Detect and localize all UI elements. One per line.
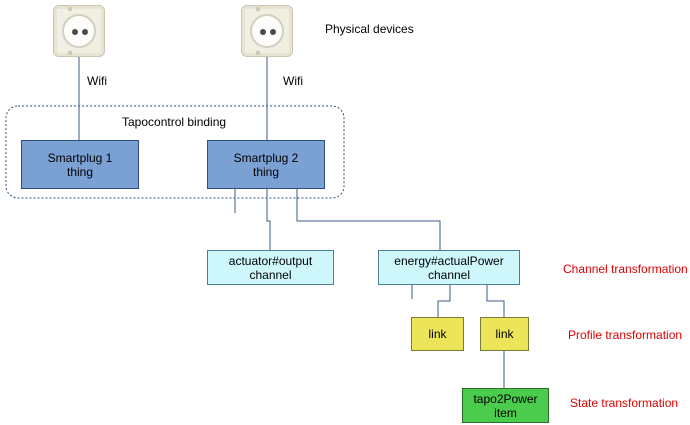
thing-smartplug-2: Smartplug 2 thing [207,140,325,189]
link-label: link [428,327,447,341]
wifi-label-2: Wifi [283,74,303,88]
energy-to-link1-line [437,285,451,317]
wifi-label-1: Wifi [87,74,107,88]
link-label: link [495,327,514,341]
channel-type: channel [249,267,292,282]
thing-type: thing [252,164,280,179]
state-transformation-label: State transformation [570,396,679,410]
profile-link-1: link [411,317,464,351]
channel-label: actuator#output [228,253,313,268]
item-label: tapo2Power [473,391,538,406]
thing-label: Smartplug 2 [233,150,299,165]
channel-transformation-label: Channel transformation [563,262,688,276]
profile-link-2: link [480,317,529,351]
thing2-to-energy-line [296,189,441,250]
item-tapo2power: tapo2Power item [462,388,549,423]
socket-icon-1 [53,5,105,57]
channel-type: channel [427,267,471,282]
physical-devices-label: Physical devices [325,22,414,36]
energy-to-link2-line [486,285,505,317]
binding-label: Tapocontrol binding [122,115,227,129]
item-type: item [494,405,517,420]
thing-smartplug-1: Smartplug 1 thing [21,140,139,189]
channel-energy-actualpower: energy#actualPower channel [378,250,520,285]
profile-transformation-label: Profile transformation [568,328,683,342]
thing-label: Smartplug 1 [47,150,113,165]
thing2-to-actuator-line [266,189,271,250]
channel-label: energy#actualPower [394,253,504,268]
thing-type: thing [66,164,94,179]
socket-icon-2 [241,5,293,57]
channel-actuator-output: actuator#output channel [207,250,334,285]
binding-boundary [5,105,345,199]
